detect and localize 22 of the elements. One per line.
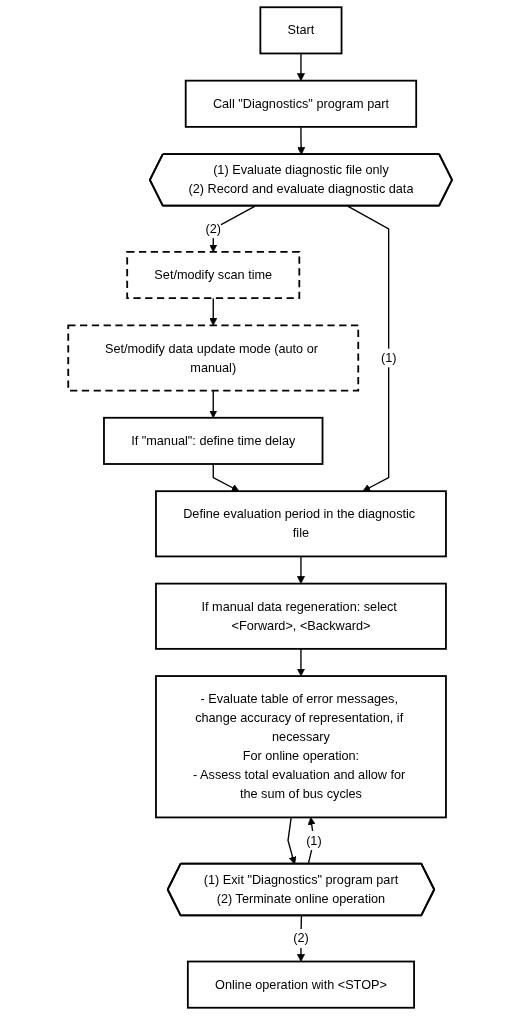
node-box: Start xyxy=(259,6,343,55)
node-box: Online operation with <STOP> xyxy=(186,960,415,1009)
arrow xyxy=(212,463,240,492)
arrow xyxy=(346,205,390,492)
node-box: Define evaluation period in the diagnostic file xyxy=(154,490,447,558)
arrow xyxy=(296,52,305,81)
node-box: - Evaluate table of error messages, change accuracy of representation, if necessary For online operation: - Assess total evaluation and allow for the sum of bus cycles xyxy=(154,675,447,819)
arrow xyxy=(296,648,305,677)
node-box: Call "Diagnostics" program part xyxy=(184,79,417,128)
node-box: Set/modify data update mode (auto or manual) xyxy=(67,324,359,392)
node-box: If "manual": define time delay xyxy=(102,416,324,465)
arrow xyxy=(296,555,305,584)
arrow xyxy=(209,389,218,419)
arrow xyxy=(209,297,218,326)
edge-label: (1) xyxy=(380,350,397,365)
edge-label: (2) xyxy=(205,221,221,236)
node-box: If manual data regeneration: select <Forward>, <Backward> xyxy=(154,582,447,650)
edge-label: (2) xyxy=(293,930,309,946)
edge-label: (1) xyxy=(306,832,322,848)
node-box: Set/modify scan time xyxy=(126,251,301,300)
arrow xyxy=(287,816,297,865)
arrow xyxy=(297,126,305,155)
